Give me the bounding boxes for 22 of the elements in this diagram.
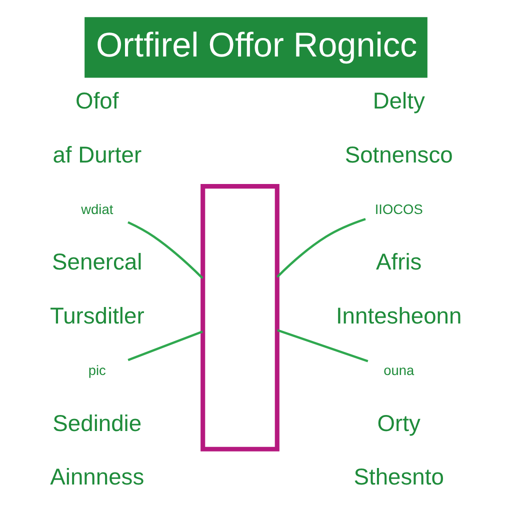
connector: [276, 218, 366, 278]
label: Sthesnto: [354, 464, 444, 490]
label: Sedindie: [52, 410, 142, 436]
label: Afris: [376, 248, 422, 275]
connector: [277, 329, 368, 362]
label: Tursditler: [50, 302, 144, 328]
label: Senercal: [52, 248, 142, 275]
connector: [128, 221, 204, 279]
node-text: wdiat: [81, 202, 114, 217]
label: Ofof: [76, 88, 119, 114]
node-bracket: [200, 184, 280, 452]
node-text: pic: [88, 362, 106, 378]
label: Ainnness: [50, 464, 144, 490]
label: af Durter: [52, 141, 142, 168]
diagram-title: Ortfirel Offor Rognicc: [96, 26, 418, 65]
node-text: ouna: [384, 362, 414, 378]
label: Delty: [372, 88, 425, 114]
node-text: IIOCOS: [374, 202, 423, 217]
label: Orty: [377, 410, 420, 436]
label: Inntesheonn: [336, 302, 462, 328]
connector: [128, 330, 203, 362]
label: Sotnensco: [344, 141, 453, 168]
